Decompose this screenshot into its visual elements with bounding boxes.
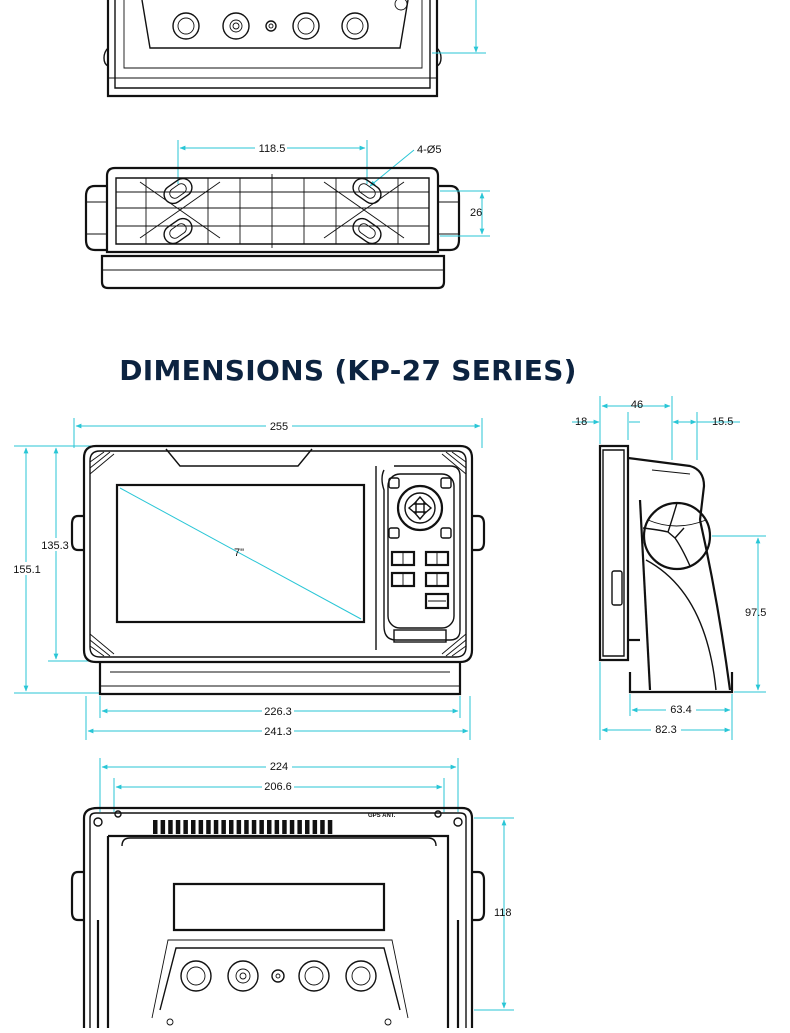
gps-antenna-label: GPS ANT. [368, 813, 396, 819]
section-title: DIMENSIONS (KP-27 SERIES) [119, 354, 577, 387]
hole-spec-label: 4-Ø5 [417, 144, 441, 156]
heatsink-fin [312, 820, 318, 834]
rear-connector-4 [298, 960, 330, 992]
heatsink-fin [160, 820, 166, 834]
rear-outer-width-label: 224 [270, 761, 288, 773]
front-view: 255 155.1 135.3 7" [10, 418, 486, 740]
heatsink-fin [274, 820, 280, 834]
base-b-label: 82.3 [655, 724, 676, 736]
keypad-dpad [388, 477, 452, 539]
connector-5 [341, 12, 369, 40]
heatsink-fin [206, 820, 211, 834]
mount-hole-tl [163, 177, 193, 205]
width-label: 255 [270, 421, 288, 433]
body-width-label: 241.3 [264, 726, 292, 738]
depth-label: 46 [631, 399, 643, 411]
rear-connector-5 [345, 960, 377, 992]
bracket-mount-view: 118.5 4-Ø5 26 [84, 140, 490, 290]
rear-connector-2 [227, 960, 259, 992]
connector-3 [265, 20, 277, 32]
corner-speaker-tr [441, 451, 467, 475]
rear-view: 224 206.6 GPS ANT. 118 [70, 758, 514, 1028]
rear-connector-1 [180, 960, 212, 992]
display-screen [115, 483, 366, 624]
diagonal-label: 7" [234, 547, 244, 559]
heatsink-fin [259, 820, 264, 834]
heatsink-fin [251, 820, 257, 834]
heatsink-fin [221, 820, 226, 834]
mount-hole-tr [352, 177, 382, 205]
side-view: 46 18 15.5 97.5 63.4 82.3 [572, 396, 766, 740]
corner-speaker-br [441, 633, 467, 657]
heatsink-fin [191, 820, 196, 834]
heatsink-fin [267, 820, 272, 834]
heatsink-fins [153, 820, 333, 834]
heatsink-fin [175, 820, 181, 834]
corner-speaker-bl [89, 633, 115, 657]
heatsink-fin [297, 820, 302, 834]
connector-4 [292, 12, 320, 40]
connector-1 [172, 12, 200, 40]
hole-spacing-label: 118.5 [259, 143, 286, 155]
heatsink-fin [213, 820, 219, 834]
bracket-width-label: 226.3 [264, 706, 292, 718]
heatsink-fin [168, 820, 173, 834]
heatsink-fin [320, 820, 325, 834]
heatsink-fin [244, 820, 249, 834]
heatsink-fin [198, 820, 204, 834]
total-height-label: 155.1 [13, 564, 41, 576]
tilt-knob [642, 501, 712, 571]
mount-hole-br [352, 217, 382, 245]
rear-inner-width-label: 206.6 [264, 781, 292, 793]
mount-height-label: 97.5 [745, 607, 766, 619]
connector-2 [222, 12, 250, 40]
heatsink-fin [282, 820, 287, 834]
heatsink-fin [153, 820, 158, 834]
bezel-label: 18 [575, 416, 587, 428]
keypad-buttons [390, 550, 450, 610]
screen-height-label: 135.3 [41, 540, 69, 552]
rear-height-label: 118 [494, 907, 512, 919]
hole-vertical-label: 26 [470, 207, 482, 219]
corner-speaker-tl [89, 451, 115, 475]
heatsink-fin [236, 820, 242, 834]
heatsink-fin [229, 820, 234, 834]
base-a-label: 63.4 [670, 704, 691, 716]
mount-hole-bl [163, 217, 193, 245]
brand-plate [393, 629, 447, 643]
heatsink-fin [289, 820, 295, 834]
heatsink-fin [305, 820, 310, 834]
heatsink-fin [327, 820, 333, 834]
heatsink-fin [183, 820, 188, 834]
rear-view-top-partial [103, 0, 486, 98]
knob-label: 15.5 [712, 416, 733, 428]
rear-connector-3 [271, 969, 285, 983]
